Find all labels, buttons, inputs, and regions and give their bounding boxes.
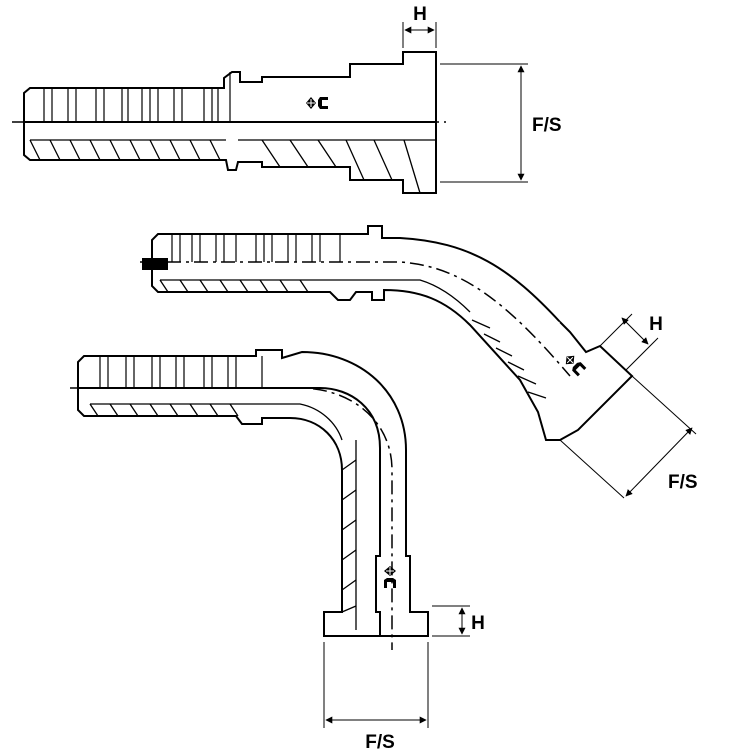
straight-fs-label: F/S xyxy=(532,115,562,136)
elbow45-fs-label: F/S xyxy=(668,472,698,493)
elbow45-h-label: H xyxy=(649,314,663,335)
straight-fitting: H F/S xyxy=(12,4,562,194)
brand-logo-icon xyxy=(305,96,329,110)
elbow90-fs-label: F/S xyxy=(365,732,395,753)
elbow-90-fitting: H F/S xyxy=(70,349,485,753)
hose-end-marker xyxy=(142,258,168,270)
elbow-45-fitting: H F/S xyxy=(140,225,698,499)
elbow90-h-label: H xyxy=(471,613,485,634)
brand-logo-icon xyxy=(383,565,397,589)
straight-h-label: H xyxy=(413,4,427,25)
